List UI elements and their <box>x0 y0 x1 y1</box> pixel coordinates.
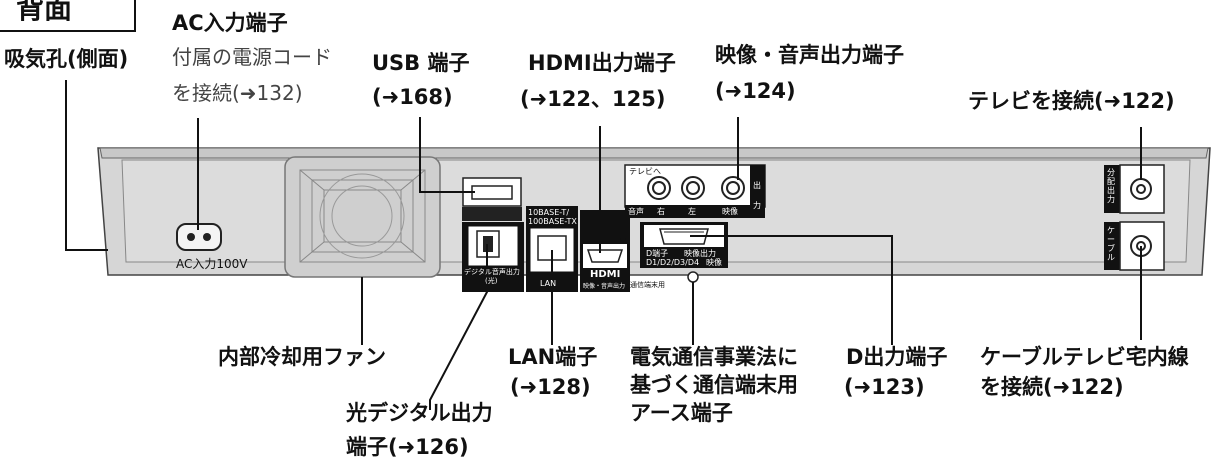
audio-label: 音声 <box>628 207 644 216</box>
ground-line2: 基づく通信端末用 <box>630 373 798 397</box>
ac-in-label: AC入力100V <box>176 257 248 271</box>
right-label: 右 <box>657 207 665 216</box>
d-terminal <box>640 222 728 268</box>
d-out-label: 映像出力 <box>684 249 716 258</box>
av-ref: (➜124) <box>715 79 796 103</box>
ground-panel-label: 通信端末用 <box>630 281 665 289</box>
hdmi-port <box>580 210 630 292</box>
ac-title: AC入力端子 <box>172 11 288 35</box>
d-title: D出力端子 <box>846 345 948 369</box>
av-output-block <box>624 164 766 218</box>
chassis-top-edge <box>99 147 1209 159</box>
lan-spec-line2: 100BASE-TX <box>528 217 577 226</box>
hdmi-logo: HDMI <box>590 269 621 280</box>
cable-line1: ケーブルテレビ宅内線 <box>980 345 1189 369</box>
left-label: 左 <box>688 207 696 216</box>
cable-panel-label: ケーブル <box>1107 226 1115 262</box>
output-vertical-label: 出力 <box>753 181 761 210</box>
f-connector-cable-in <box>1104 221 1165 271</box>
usb-ref: (➜168) <box>372 85 453 109</box>
digital-audio-label: デジタル音声出力 <box>464 268 520 276</box>
optical-line2: 端子(➜126) <box>346 435 469 459</box>
split-out-label: 分配出力 <box>1107 168 1115 204</box>
hdmi-ref: (➜122、125) <box>520 87 666 111</box>
lan-title: LAN端子 <box>508 345 598 369</box>
d-ref: (➜123) <box>844 375 925 399</box>
title: 背面 <box>16 0 73 25</box>
fan-grille <box>284 156 441 278</box>
ground-line3: アース端子 <box>630 401 733 425</box>
leader-lines <box>65 80 1142 410</box>
ground-screw <box>687 271 699 283</box>
cable-line2: を接続(➜122) <box>980 375 1124 399</box>
usb-title: USB 端子 <box>372 51 470 75</box>
d-terminal-label: D端子 <box>646 249 669 258</box>
video-label: 映像 <box>722 207 738 216</box>
tv-connect-label: テレビを接続(➜122) <box>968 89 1175 113</box>
d-formats-label: D1/D2/D3/D4 <box>646 258 700 267</box>
title-box: 背面 <box>0 0 136 32</box>
fan-label: 内部冷却用ファン <box>218 345 386 369</box>
av-title: 映像・音声出力端子 <box>715 43 904 67</box>
ground-line1: 電気通信事業法に <box>630 345 798 369</box>
lan-label: LAN <box>540 279 557 288</box>
ac-sub2: を接続(➜132) <box>172 81 303 105</box>
optical-line1: 光デジタル出力 <box>346 401 493 425</box>
usb-port <box>462 177 522 221</box>
digital-audio-sub: (光) <box>485 277 498 285</box>
hdmi-title: HDMI出力端子 <box>528 51 676 75</box>
d-video-label: 映像 <box>706 258 722 267</box>
ac-inlet <box>176 223 222 251</box>
ac-sub1: 付属の電源コード <box>172 45 332 69</box>
lan-spec-line1: 10BASE-T/ <box>528 208 570 217</box>
vent-label: 吸気孔(側面) <box>4 47 129 71</box>
lan-ref: (➜128) <box>510 375 591 399</box>
tv-he-label: テレビへ <box>629 167 661 176</box>
hdmi-sub-label: 映像・音声出力 <box>583 283 626 290</box>
